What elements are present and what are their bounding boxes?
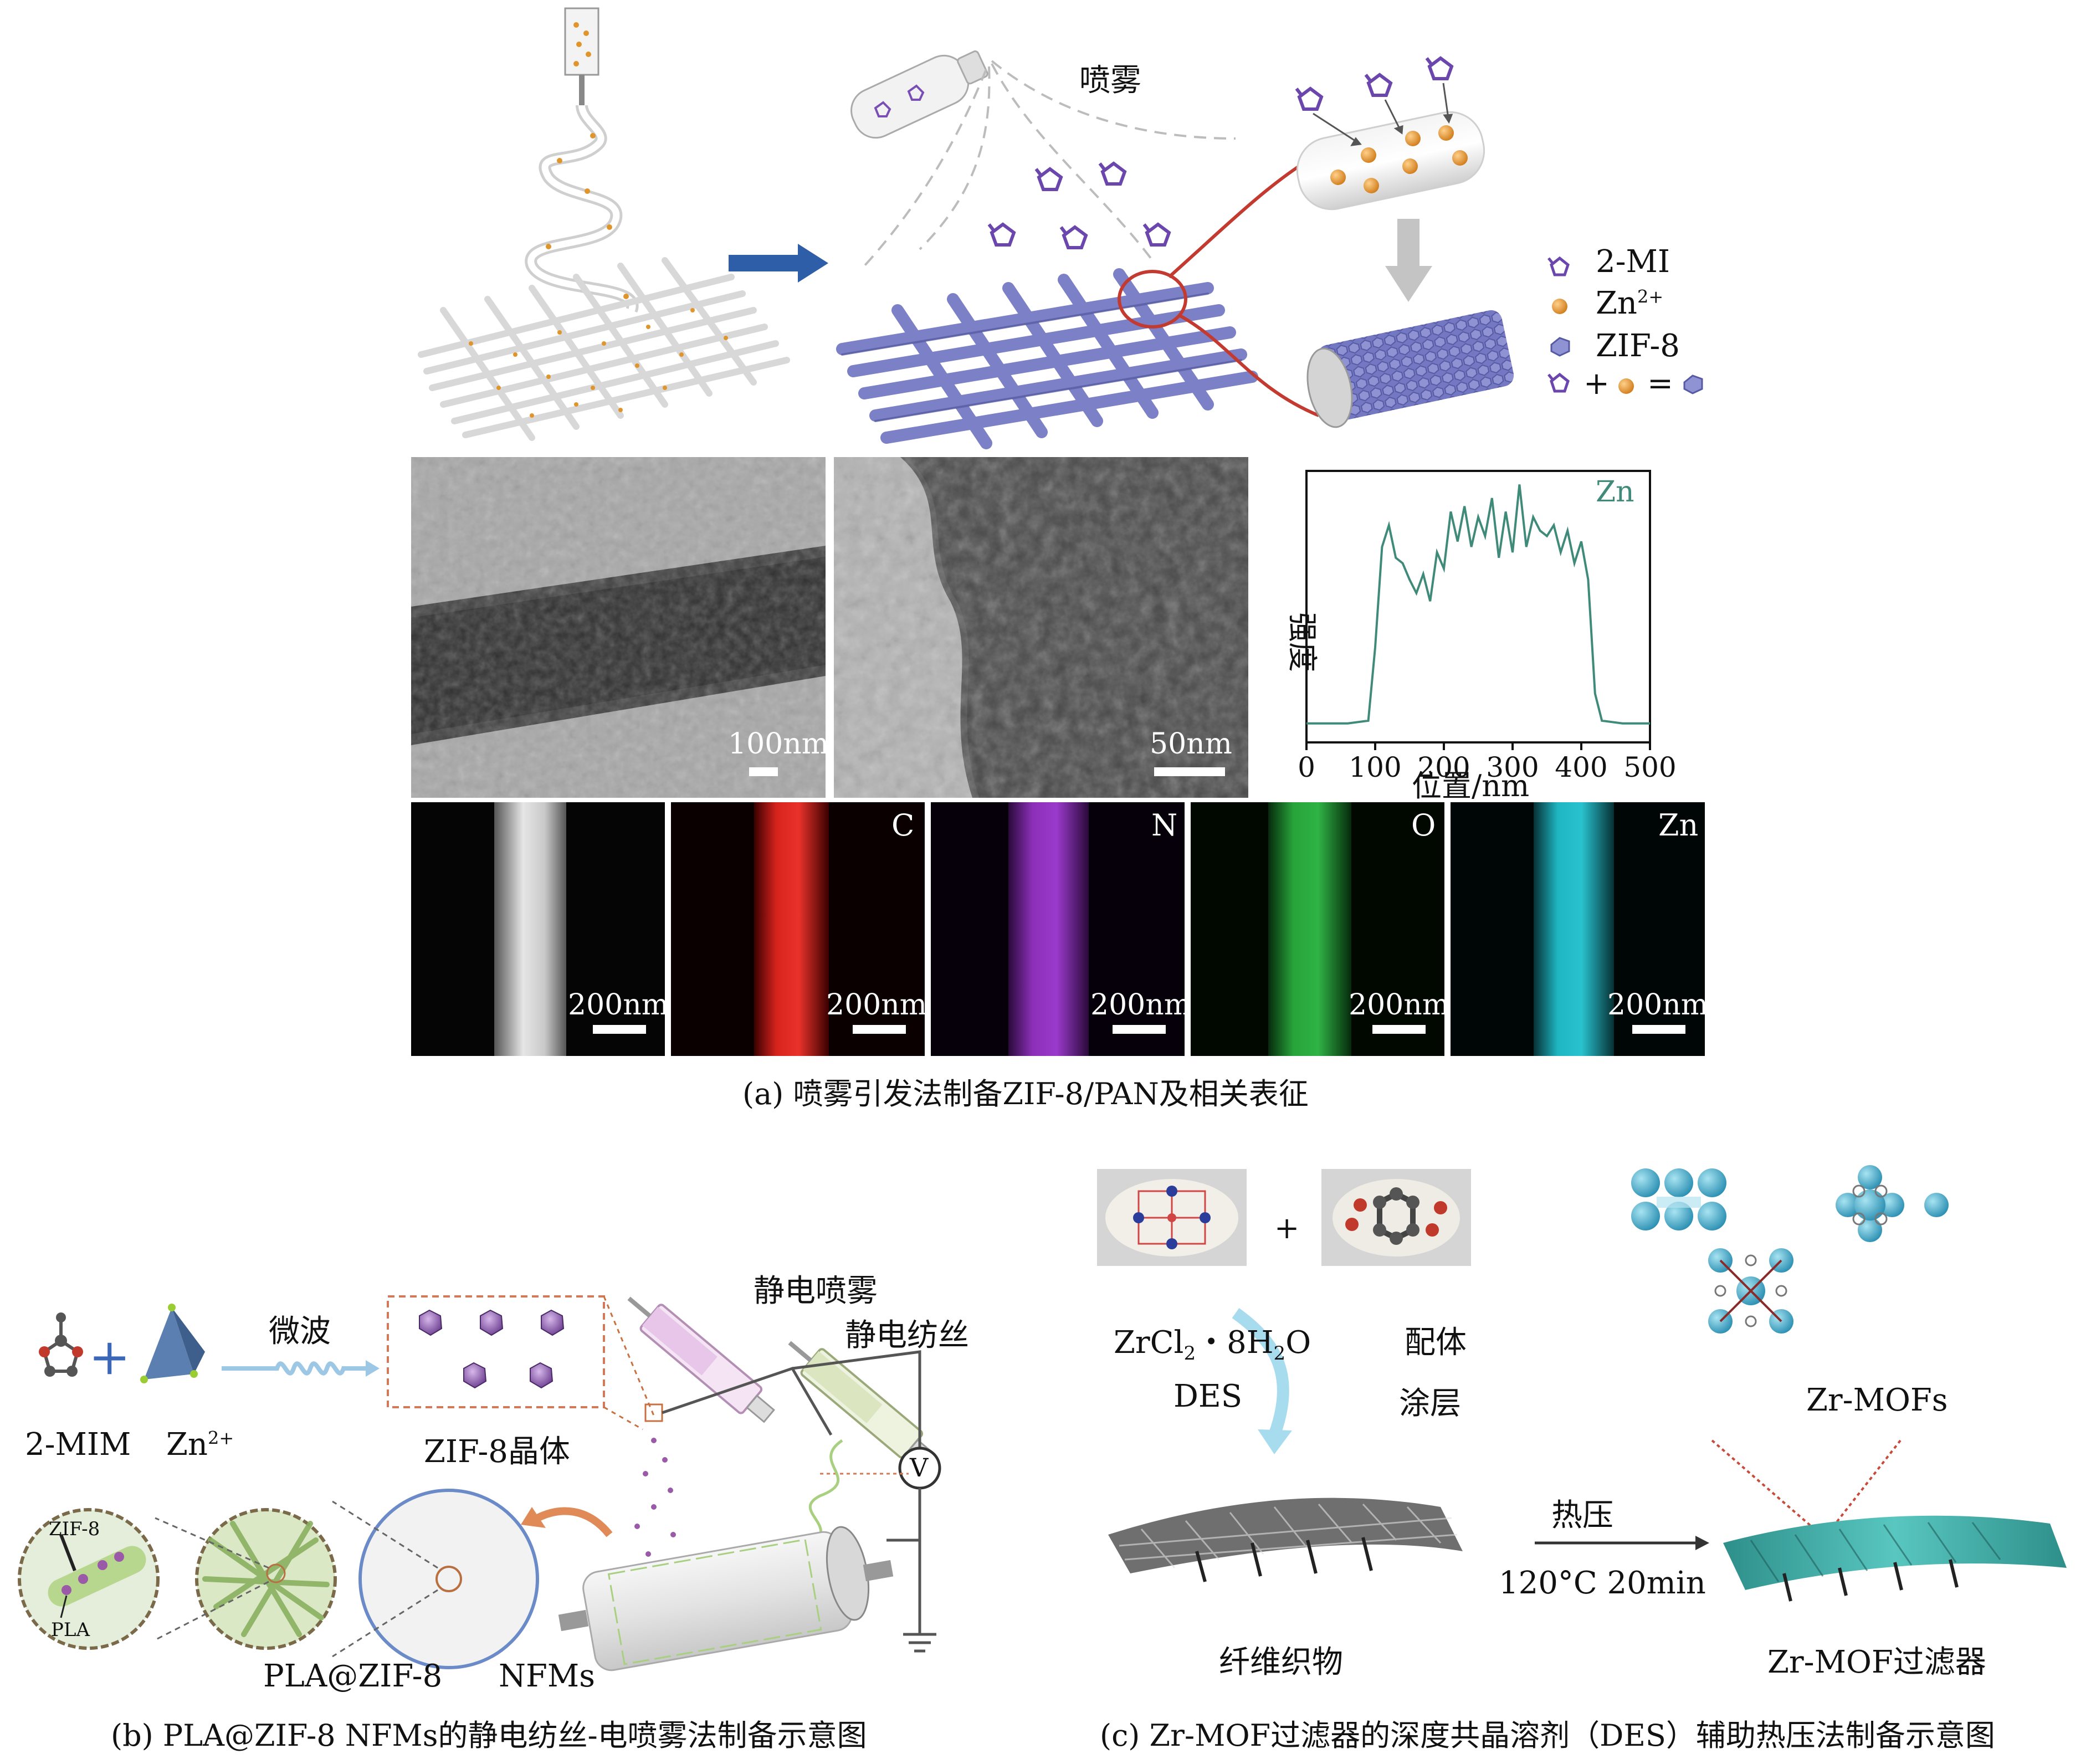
label-hot-press: 热压 bbox=[1551, 1490, 1613, 1535]
label-electrospinning: 静电纺丝 bbox=[845, 1310, 969, 1355]
ligand-molecule-image bbox=[1321, 1169, 1471, 1266]
scale-bar bbox=[853, 1025, 906, 1034]
caption-a: (a) 喷雾引发法制备ZIF-8/PAN及相关表征 bbox=[742, 1069, 1309, 1113]
scale-bar-label: 100nm bbox=[728, 727, 826, 761]
scale-bar bbox=[1372, 1025, 1426, 1034]
label-condition: 120°C 20min bbox=[1499, 1565, 1706, 1601]
x-tick-label: 500 bbox=[1623, 751, 1676, 783]
scale-bar-label: 200nm bbox=[1607, 988, 1705, 1022]
scale-bar bbox=[1632, 1025, 1685, 1034]
scale-bar-label: 50nm bbox=[1150, 727, 1232, 761]
nfm-disk bbox=[360, 1490, 537, 1668]
x-tick-label: 0 bbox=[1298, 751, 1315, 783]
map-carbon: C 200nm bbox=[671, 802, 925, 1056]
label-microwave: 微波 bbox=[269, 1306, 331, 1351]
label-zr-mof-filter: Zr-MOF过滤器 bbox=[1767, 1637, 1986, 1682]
map-oxygen: O 200nm bbox=[1191, 802, 1444, 1056]
voltmeter-label: V bbox=[910, 1453, 928, 1483]
label-ligand: 配体 bbox=[1405, 1317, 1467, 1362]
x-axis-label: 位置/nm bbox=[1412, 768, 1529, 801]
legend-equals: = bbox=[1647, 366, 1673, 402]
tem-image-high-mag: 50nm bbox=[834, 457, 1248, 798]
x-tick-label: 400 bbox=[1555, 751, 1607, 783]
y-axis-label: 强度 bbox=[1285, 612, 1320, 672]
legend-plus: + bbox=[1583, 366, 1610, 402]
syringe-needle-icon bbox=[565, 8, 598, 105]
caption-c: (c) Zr-MOF过滤器的深度共晶溶剂（DES）辅助热压法制备示意图 bbox=[1100, 1711, 1995, 1755]
label-coating: 涂层 bbox=[1399, 1378, 1461, 1423]
x-tick-label: 100 bbox=[1349, 751, 1401, 783]
legend-2mi: 2-MI bbox=[1596, 244, 1670, 280]
element-label-n: N bbox=[1151, 808, 1177, 843]
2-mim-molecule-icon bbox=[39, 1312, 83, 1377]
panel-b-schematic: + bbox=[0, 1152, 1025, 1673]
map-zinc: Zn 200nm bbox=[1451, 802, 1705, 1056]
scale-bar bbox=[749, 767, 778, 776]
inset-label-pla: PLA bbox=[51, 1619, 90, 1641]
zn-tetrahedron-icon bbox=[140, 1304, 205, 1383]
single-fiber-zn bbox=[1291, 106, 1490, 216]
element-label-o: O bbox=[1411, 808, 1436, 843]
element-label-c: C bbox=[891, 808, 914, 843]
label-zr-mofs: Zr-MOFs bbox=[1806, 1382, 1948, 1418]
label-zrcl2-formula: ZrCl2・8H2O bbox=[1114, 1317, 1311, 1365]
zr-mof-filter bbox=[1723, 1516, 2067, 1601]
spray-label: 喷雾 bbox=[1079, 55, 1141, 100]
scale-bar-label: 200nm bbox=[1349, 988, 1444, 1022]
collector-drum bbox=[558, 1524, 893, 1673]
series-label-zn: Zn bbox=[1596, 475, 1634, 509]
textile-fabric bbox=[1108, 1498, 1463, 1582]
element-label-zn: Zn bbox=[1658, 808, 1698, 843]
zrcl2-molecule-image bbox=[1097, 1169, 1247, 1266]
map-nitrogen: N 200nm bbox=[931, 802, 1185, 1056]
zr-mof-structures bbox=[1631, 1165, 1949, 1334]
label-electrospray: 静电喷雾 bbox=[754, 1266, 878, 1311]
plus-icon: + bbox=[1274, 1211, 1299, 1245]
scale-bar bbox=[593, 1025, 646, 1034]
label-pla-zif8: PLA@ZIF-8 bbox=[263, 1658, 442, 1694]
microwave-arrow bbox=[222, 1363, 366, 1373]
scale-bar-label: 200nm bbox=[1090, 988, 1185, 1022]
plus-icon: + bbox=[89, 1328, 130, 1386]
panel-a-schematic bbox=[0, 0, 2096, 454]
scale-bar-label: 200nm bbox=[826, 988, 925, 1022]
inset-label-zif8: ZIF-8 bbox=[49, 1518, 100, 1540]
legend-zif8: ZIF-8 bbox=[1596, 328, 1680, 364]
down-arrow bbox=[1385, 219, 1432, 302]
map-haadf: 200nm bbox=[411, 802, 665, 1056]
spray-can-icon bbox=[844, 40, 993, 145]
zif8-coated-fiber bbox=[1301, 308, 1516, 431]
scale-bar bbox=[1154, 767, 1225, 776]
chart-frame bbox=[1306, 471, 1650, 742]
legend-zn: Zn2+ bbox=[1596, 285, 1663, 321]
label-zn2plus: Zn2+ bbox=[166, 1427, 234, 1463]
process-arrow bbox=[729, 244, 828, 283]
series-line-zn bbox=[1306, 485, 1650, 724]
label-nfms: NFMs bbox=[499, 1658, 595, 1694]
label-zif8-crystal: ZIF-8晶体 bbox=[424, 1427, 570, 1471]
label-fabric: 纤维织物 bbox=[1219, 1637, 1343, 1682]
caption-b: (b) PLA@ZIF-8 NFMs的静电纺丝-电喷雾法制备示意图 bbox=[111, 1711, 867, 1755]
zif8-crystals bbox=[419, 1310, 563, 1388]
label-des: DES bbox=[1173, 1378, 1242, 1414]
pan-fiber-mesh bbox=[842, 274, 1252, 443]
tem-image-low-mag: 100nm bbox=[411, 457, 826, 798]
scale-bar bbox=[1113, 1025, 1166, 1034]
label-2-mim: 2-MIM bbox=[25, 1427, 131, 1463]
eds-mapping-row: 200nm C 200nm N 200nm O 200nm Zn 200nm bbox=[411, 802, 1705, 1056]
scale-bar-label: 200nm bbox=[568, 988, 665, 1022]
